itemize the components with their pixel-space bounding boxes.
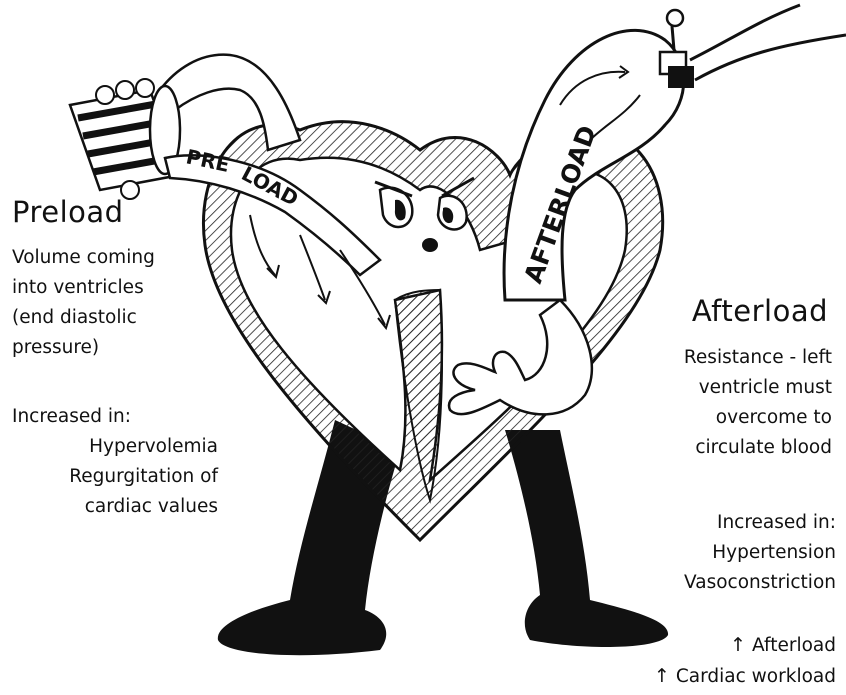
afterload-description-line-4: circulate blood <box>684 433 832 463</box>
up-arrow-icon: ↑ <box>654 665 670 687</box>
afterload-title: Afterload <box>692 294 828 328</box>
preload-description-line-1: Volume coming <box>12 243 155 273</box>
afterload-effects: ↑ Afterload ↑ Cardiac workload <box>654 630 836 692</box>
afterload-description-line-1: Resistance - left <box>684 343 832 373</box>
afterload-effect-1-text: Afterload <box>752 635 836 656</box>
pitcher <box>70 79 180 199</box>
preload-increased-title: Increased in: <box>12 402 131 432</box>
afterload-effect-2: ↑ Cardiac workload <box>654 661 836 692</box>
preload-title: Preload <box>12 195 124 229</box>
afterload-increased-item-1: Hypertension <box>684 538 836 568</box>
preload-increased-item-1: Hypervolemia <box>69 432 218 462</box>
preload-description: Volume coming into ventricles (end diast… <box>12 243 155 363</box>
afterload-effect-1: ↑ Afterload <box>654 630 836 661</box>
afterload-increased-title: Increased in: <box>684 508 836 538</box>
afterload-increased-item-2: Vasoconstriction <box>684 568 836 598</box>
preload-increased-item-2: Regurgitation of <box>69 462 218 492</box>
afterload-description-line-3: overcome to <box>684 403 832 433</box>
up-arrow-icon: ↑ <box>730 634 746 656</box>
preload-description-line-2: into ventricles <box>12 273 155 303</box>
preload-increased-list: Hypervolemia Regurgitation of cardiac va… <box>69 432 218 522</box>
afterload-description: Resistance - left ventricle must overcom… <box>684 343 832 463</box>
afterload-description-line-2: ventricle must <box>684 373 832 403</box>
clamp-valve <box>660 5 846 88</box>
afterload-effect-2-text: Cardiac workload <box>676 666 836 687</box>
afterload-increased: Increased in: Hypertension Vasoconstrict… <box>684 508 836 598</box>
preload-description-line-4: pressure) <box>12 333 155 363</box>
preload-increased-item-3: cardiac values <box>69 492 218 522</box>
preload-description-line-3: (end diastolic <box>12 303 155 333</box>
